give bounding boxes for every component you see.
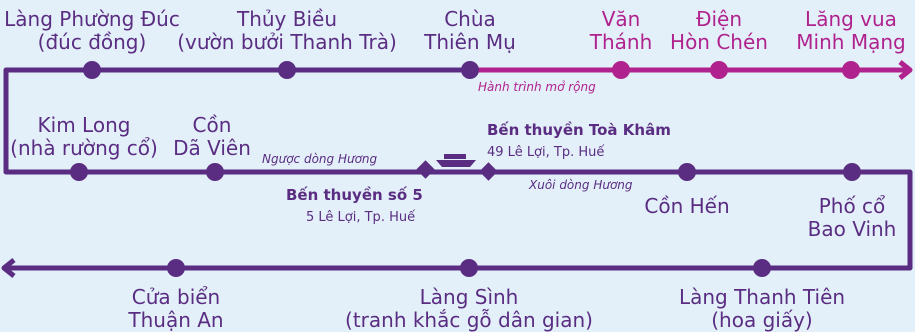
pier-so-5-marker [416,160,435,179]
stop-label-lang-phuong-duc: Làng Phường Đúc (đúc đồng) [4,7,180,54]
stop-dot-lang-sinh [460,259,478,277]
pier-toa-kham-marker [479,162,498,181]
pier-so-5-name: Bến thuyền số 5 [286,186,423,204]
stop-dot-van-thanh [612,61,630,79]
stop-label-dien-hon-chen: Điện Hòn Chén [670,7,768,54]
route-label-extended: Hành trình mở rộng [478,80,596,94]
stop-label-lang-sinh: Làng Sình (tranh khắc gỗ dân gian) [345,285,593,332]
stop-dot-lang-thanh-tien [753,259,771,277]
stop-dot-thuy-bieu [278,61,296,79]
stop-dot-chua-thien-mu [461,61,479,79]
stop-dot-cua-bien-thuan-an [167,259,185,277]
stop-label-thuy-bieu: Thủy Biều (vườn bưởi Thanh Trà) [177,7,397,54]
stop-label-chua-thien-mu: Chùa Thiên Mụ [424,7,516,54]
stop-dot-pho-co-bao-vinh [843,163,861,181]
stop-dot-con-da-vien [206,163,224,181]
stop-dot-kim-long [70,163,88,181]
stop-dot-con-hen [678,163,696,181]
stop-label-cua-bien-thuan-an: Cửa biển Thuận An [128,285,224,332]
pier-so-5-address: 5 Lê Lợi, Tp. Huế [306,210,416,225]
route-label-downstream: Xuôi dòng Hương [529,178,633,192]
stop-label-con-da-vien: Cồn Dã Viên [173,113,251,160]
stop-label-van-thanh: Văn Thánh [589,7,653,54]
stop-label-pho-co-bao-vinh: Phố cổ Bao Vinh [807,194,897,241]
pier-toa-kham-address: 49 Lê Lợi, Tp. Huế [487,145,605,160]
pier-toa-kham-name: Bến thuyền Toà Khâm [487,121,671,139]
boat-icon [436,154,476,167]
stop-dot-dien-hon-chen [710,61,728,79]
stop-dot-lang-phuong-duc [83,61,101,79]
stop-dot-lang-vua-minh-mang [842,61,860,79]
arrow-right-icon [898,60,913,80]
route-line-main [3,67,913,271]
route-label-upstream: Ngược dòng Hương [262,152,378,166]
stop-label-kim-long: Kim Long (nhà rường cổ) [10,113,158,160]
stop-label-con-hen: Cồn Hến [644,194,730,218]
stop-label-lang-thanh-tien: Làng Thanh Tiên (hoa giấy) [678,285,846,332]
arrow-left-icon [1,258,16,278]
stop-label-lang-vua-minh-mang: Lăng vua Minh Mạng [796,7,906,54]
